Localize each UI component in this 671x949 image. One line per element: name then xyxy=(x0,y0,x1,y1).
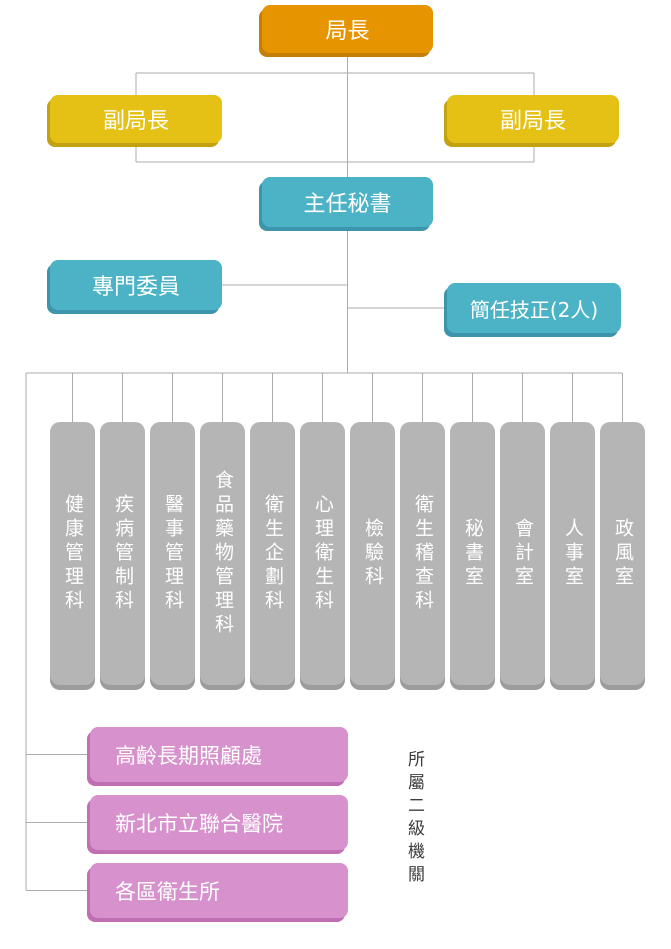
department-box[interactable]: 心理衛生科 xyxy=(300,422,345,685)
department-box[interactable]: 食品藥物管理科 xyxy=(200,422,245,685)
department-box[interactable]: 政風室 xyxy=(600,422,645,685)
department-label: 政風室 xyxy=(612,517,634,590)
department-box[interactable]: 人事室 xyxy=(550,422,595,685)
department-box[interactable]: 醫事管理科 xyxy=(150,422,195,685)
department-label: 檢驗科 xyxy=(362,517,384,590)
department-box[interactable]: 會計室 xyxy=(500,422,545,685)
department-box[interactable]: 疾病管制科 xyxy=(100,422,145,685)
senior-specialist-box[interactable]: 專門委員 xyxy=(50,260,222,310)
director-label: 局長 xyxy=(325,19,370,44)
affiliated-agency-box[interactable]: 新北市立聯合醫院 xyxy=(90,795,348,850)
department-label: 疾病管制科 xyxy=(112,493,134,614)
senior-technician-box[interactable]: 簡任技正(2人) xyxy=(447,283,621,333)
affiliated-agency-box[interactable]: 高齡長期照顧處 xyxy=(90,727,348,782)
department-label: 衛生稽查科 xyxy=(412,493,434,614)
department-box[interactable]: 健康管理科 xyxy=(50,422,95,685)
department-label: 會計室 xyxy=(512,517,534,590)
director-box[interactable]: 局長 xyxy=(262,5,433,53)
deputy-director-left-label: 副局長 xyxy=(102,109,169,134)
department-box[interactable]: 衛生企劃科 xyxy=(250,422,295,685)
department-label: 健康管理科 xyxy=(62,493,84,614)
affiliated-agency-label: 新北市立聯合醫院 xyxy=(115,811,283,836)
senior-technician-label: 簡任技正(2人) xyxy=(469,297,599,322)
chief-secretary-box[interactable]: 主任秘書 xyxy=(262,177,433,227)
department-label: 醫事管理科 xyxy=(162,493,184,614)
deputy-director-right-label: 副局長 xyxy=(499,109,566,134)
department-label: 食品藥物管理科 xyxy=(212,469,234,638)
deputy-director-right-box[interactable]: 副局長 xyxy=(447,95,619,143)
senior-specialist-label: 專門委員 xyxy=(91,275,180,300)
department-label: 人事室 xyxy=(562,517,584,590)
affiliated-note: 所屬二級機關 xyxy=(404,750,424,888)
department-box[interactable]: 秘書室 xyxy=(450,422,495,685)
affiliated-agency-box[interactable]: 各區衛生所 xyxy=(90,863,348,918)
department-box[interactable]: 檢驗科 xyxy=(350,422,395,685)
department-label: 衛生企劃科 xyxy=(262,493,284,614)
affiliated-agency-label: 高齡長期照顧處 xyxy=(115,743,262,768)
department-label: 秘書室 xyxy=(462,517,484,590)
deputy-director-left-box[interactable]: 副局長 xyxy=(50,95,222,143)
department-label: 心理衛生科 xyxy=(312,493,334,614)
chief-secretary-label: 主任秘書 xyxy=(303,192,392,217)
department-box[interactable]: 衛生稽查科 xyxy=(400,422,445,685)
affiliated-agency-label: 各區衛生所 xyxy=(115,879,220,904)
